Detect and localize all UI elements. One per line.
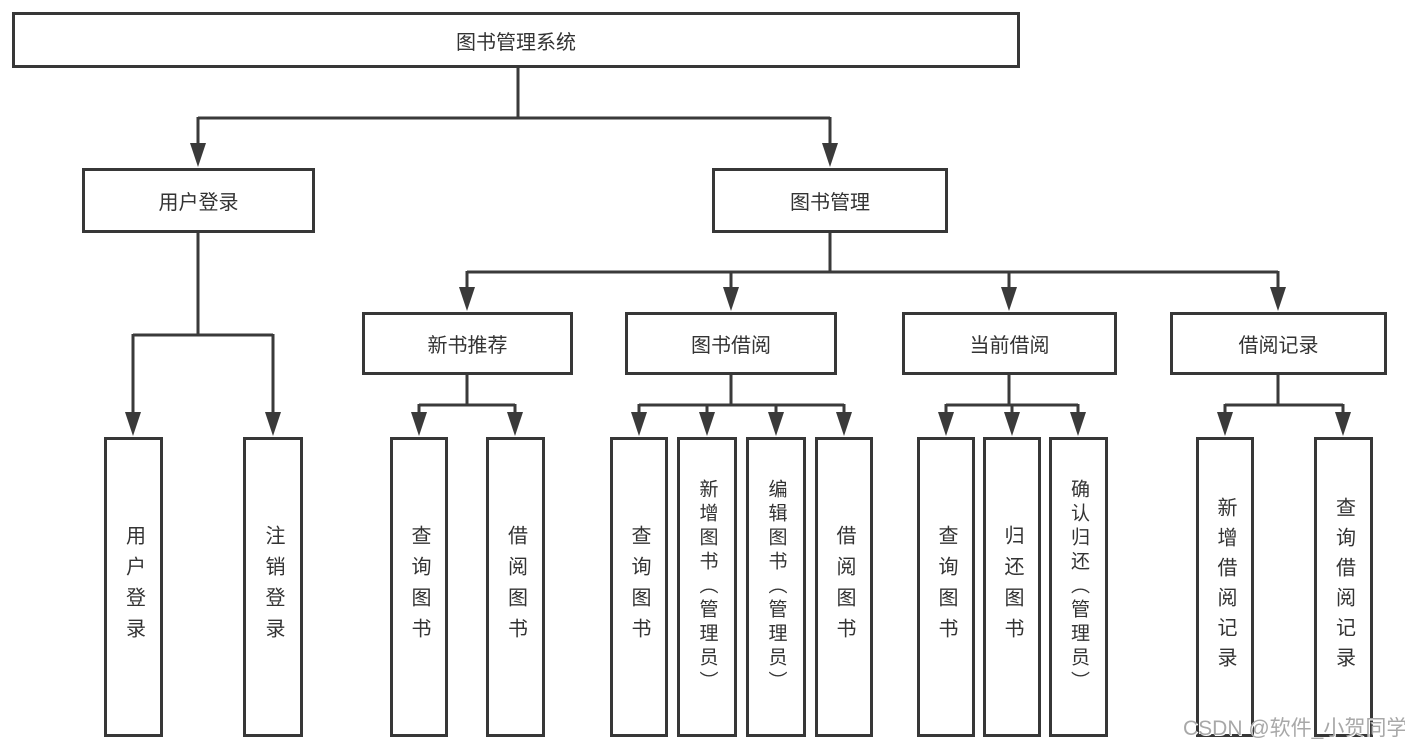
leaf-confirm-return-admin: 确认归还（管理员）	[1049, 437, 1108, 737]
node-label: 查询图书	[935, 525, 957, 649]
leaf-query-books-borrowing: 查询图书	[610, 437, 668, 737]
node-label: 新增图书（管理员）	[696, 479, 718, 695]
node-label: 新书推荐	[427, 335, 508, 357]
node-label: 查询借阅记录	[1332, 497, 1355, 677]
node-label: 新增借阅记录	[1214, 497, 1236, 677]
node-label: 用户登录	[122, 525, 145, 649]
leaf-edit-book-admin: 编辑图书（管理员）	[746, 437, 806, 737]
node-user-login: 用户登录	[82, 168, 315, 233]
leaf-borrow-books-borrowing: 借阅图书	[815, 437, 873, 737]
leaf-borrow-books-recommend: 借阅图书	[486, 437, 545, 737]
node-book-borrowing: 图书借阅	[625, 312, 837, 375]
node-label: 借阅图书	[833, 525, 855, 649]
node-label: 确认归还（管理员）	[1068, 479, 1089, 695]
leaf-query-books-recommend: 查询图书	[390, 437, 448, 737]
node-root-library-system: 图书管理系统	[12, 12, 1020, 68]
leaf-return-books: 归还图书	[983, 437, 1041, 737]
leaf-query-borrow-record: 查询借阅记录	[1314, 437, 1373, 737]
leaf-add-book-admin: 新增图书（管理员）	[677, 437, 737, 737]
node-label: 借阅图书	[504, 525, 527, 649]
node-book-management: 图书管理	[712, 168, 948, 233]
node-label: 借阅记录	[1238, 335, 1319, 357]
node-label: 查询图书	[408, 525, 430, 649]
leaf-user-login: 用户登录	[104, 437, 163, 737]
node-borrowing-records: 借阅记录	[1170, 312, 1387, 375]
leaf-logout: 注销登录	[243, 437, 303, 737]
node-label: 当前借阅	[969, 335, 1050, 357]
node-label: 归还图书	[1001, 525, 1023, 649]
node-label: 图书管理系统	[456, 31, 576, 54]
leaf-query-books-current: 查询图书	[917, 437, 975, 737]
leaf-add-borrow-record: 新增借阅记录	[1196, 437, 1254, 737]
node-label: 注销登录	[262, 525, 284, 649]
node-current-borrowing: 当前借阅	[902, 312, 1117, 375]
node-label: 查询图书	[628, 525, 650, 649]
node-label: 用户登录	[158, 192, 239, 214]
node-label: 编辑图书（管理员）	[765, 479, 787, 695]
csdn-watermark: CSDN @软件_小贺同学	[1183, 717, 1405, 740]
node-label: 图书管理	[790, 192, 870, 214]
node-new-book-recommend: 新书推荐	[362, 312, 573, 375]
node-label: 图书借阅	[691, 335, 771, 357]
